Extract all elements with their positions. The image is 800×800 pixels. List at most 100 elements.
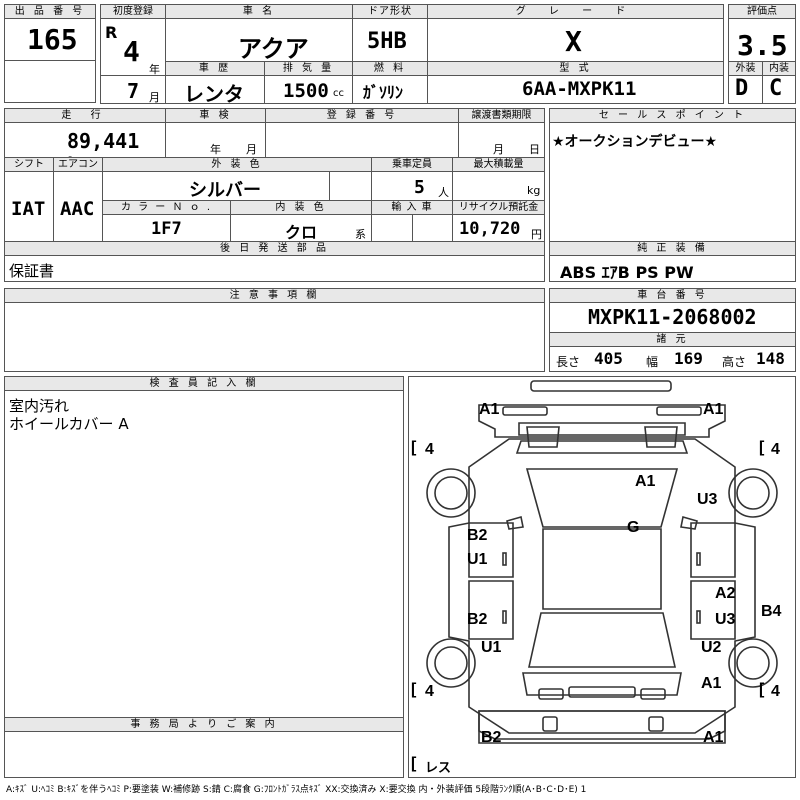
ac-label: エアコン — [54, 158, 102, 172]
model-label: 車 名 — [166, 5, 352, 19]
mark-front-fender-right: U3 — [697, 491, 718, 508]
mark-hood: A1 — [635, 473, 656, 490]
mark-right-rear-door-1: A2 — [715, 585, 736, 602]
office-cell: 事 務 局 よ り ご 案 内 — [4, 717, 404, 778]
displacement-label: 排 気 量 — [265, 62, 352, 76]
int-color-unit: 系 — [355, 228, 366, 241]
import-cell: 輸 入 車 — [371, 200, 453, 242]
hei-label: 高さ — [722, 355, 747, 369]
capacity-unit: 人 — [438, 186, 449, 199]
load-label: 最大積載量 — [453, 158, 544, 172]
first-reg-label: 初度登録 — [101, 5, 165, 19]
office-label: 事 務 局 よ り ご 案 内 — [5, 718, 403, 732]
fuel: ｶﾞｿﾘﾝ — [363, 83, 404, 102]
mark-tire-fr: 4 — [771, 441, 780, 458]
transfer-month: 月 — [493, 143, 504, 156]
len-label: 長さ — [556, 355, 581, 369]
mark-windshield: G — [627, 519, 640, 536]
color-label: 外 装 色 — [103, 158, 371, 172]
later: 保証書 — [9, 262, 55, 280]
model-name: アクア — [238, 35, 309, 63]
inspector-line-1: 室内汚れ — [9, 397, 70, 415]
grade-cell: グ レ ー ド X — [427, 4, 724, 62]
color-no: 1F7 — [151, 219, 182, 239]
color: シルバー — [189, 180, 261, 201]
door-cell: ドア形状 5HB — [352, 4, 428, 62]
lot-cell: 出 品 番 号 165 — [4, 4, 96, 61]
history: レンタ — [184, 82, 244, 106]
equipment-label: 純 正 装 備 — [550, 242, 795, 256]
mark-left-rear-door-2: U1 — [481, 639, 502, 656]
tire-rr-bracket: [ — [759, 681, 765, 698]
inspector-line-2: ホイールカバー A — [9, 415, 129, 433]
month: 7 — [127, 79, 140, 103]
month-unit: 月 — [149, 91, 160, 104]
chassis-number: MXPK11-2068002 — [588, 305, 757, 329]
shift-cell: シフト IAT — [4, 157, 54, 242]
recycle-label: リサイクル預託金 — [453, 201, 544, 215]
color-no-cell: カ ラ ー Ｎ ｏ . 1F7 — [102, 200, 231, 242]
ext-score: D — [735, 76, 749, 101]
spare-tire-bracket: [ — [411, 755, 417, 772]
grade: X — [565, 25, 582, 58]
later-label: 後 日 発 送 部 品 — [5, 242, 544, 256]
equipment-cell: 純 正 装 備 ABS ｴｱB PS PW — [549, 241, 796, 282]
ext-cell: 外装 D — [728, 61, 763, 104]
wid-label: 幅 — [646, 355, 659, 369]
tire-rl-bracket: [ — [411, 681, 417, 698]
recycle-cell: リサイクル預託金 10,720 円 — [452, 200, 545, 242]
chassis-label: 車 台 番 号 — [550, 289, 795, 303]
mark-tire-fl: 4 — [425, 441, 434, 458]
transfer-day: 日 — [529, 143, 540, 156]
caution-label: 注 意 事 項 欄 — [5, 289, 544, 303]
shift-label: シフト — [5, 158, 53, 172]
model-type: 6AA-MXPK11 — [522, 78, 637, 100]
door-label: ドア形状 — [353, 5, 427, 19]
color-no-label: カ ラ ー Ｎ ｏ . — [103, 201, 230, 215]
grade-label: グ レ ー ド — [428, 5, 723, 19]
color-cell: 外 装 色 シルバー — [102, 157, 372, 201]
first-reg-cell: 初度登録 R 4 年 7 月 — [100, 4, 166, 104]
mark-tire-rl: 4 — [425, 683, 434, 700]
score-cell: 評価点 3.5 — [728, 4, 796, 62]
int-label: 内装 — [763, 62, 795, 76]
mark-left-front-door-2: U1 — [467, 551, 488, 568]
fuel-label: 燃 料 — [353, 62, 427, 76]
len: 405 — [594, 349, 623, 368]
legend: A:ｷｽﾞ U:ﾍｺﾐ B:ｷｽﾞを伴うﾍｺﾐ P:要塗装 W:補修跡 S:錆 … — [6, 785, 587, 795]
capacity: 5 — [414, 177, 425, 198]
ac-cell: エアコン AAC — [53, 157, 103, 242]
int-score: C — [769, 76, 783, 101]
sales-cell: セ ー ル ス ポ イ ン ト ★オークションデビュー★ — [549, 108, 796, 242]
inspector-cell: 検 査 員 記 入 欄 室内汚れ ホイールカバー A — [4, 376, 404, 718]
inspection-label: 車 検 — [166, 109, 265, 123]
later-cell: 後 日 発 送 部 品 保証書 — [4, 241, 545, 282]
spec-label: 諸 元 — [550, 332, 795, 347]
hei: 148 — [756, 349, 785, 368]
reg-no-cell: 登 録 番 号 — [265, 108, 459, 158]
caution-cell: 注 意 事 項 欄 — [4, 288, 545, 372]
mark-right-rear-door-2: U3 — [715, 611, 736, 628]
recycle: 10,720 — [459, 219, 521, 239]
car-diagram: A1 A1 [ 4 [ 4 A1 U3 G B2 U1 A2 U3 B4 B2 … — [408, 376, 796, 778]
type-cell: 型 式 6AA-MXPK11 — [427, 61, 724, 104]
displacement: 1500 — [283, 80, 329, 102]
score: 3.5 — [737, 29, 788, 62]
lot-number: 165 — [27, 23, 78, 56]
import-label: 輸 入 車 — [372, 201, 452, 215]
mark-rear-bumper-right: A1 — [703, 729, 724, 746]
mark-left-front-door-1: B2 — [467, 527, 488, 544]
load-unit: kg — [527, 184, 541, 197]
insp-year-unit: 年 — [210, 143, 221, 156]
transfer-label: 譲渡書類期限 — [459, 109, 544, 123]
lot-blank — [4, 60, 96, 103]
fuel-cell: 燃 料 ｶﾞｿﾘﾝ — [352, 61, 428, 104]
mark-spare-tire: レス — [425, 760, 452, 775]
mark-rear-fender-right: U2 — [701, 639, 722, 656]
lot-label: 出 品 番 号 — [5, 5, 95, 19]
history-label: 車 歴 — [166, 62, 264, 76]
capacity-label: 乗車定員 — [372, 158, 452, 172]
history-cell: 車 歴 レンタ — [165, 61, 265, 106]
displacement-unit: cc — [333, 88, 344, 99]
chassis-cell: 車 台 番 号 MXPK11-2068002 諸 元 長さ 405 幅 169 … — [549, 288, 796, 372]
